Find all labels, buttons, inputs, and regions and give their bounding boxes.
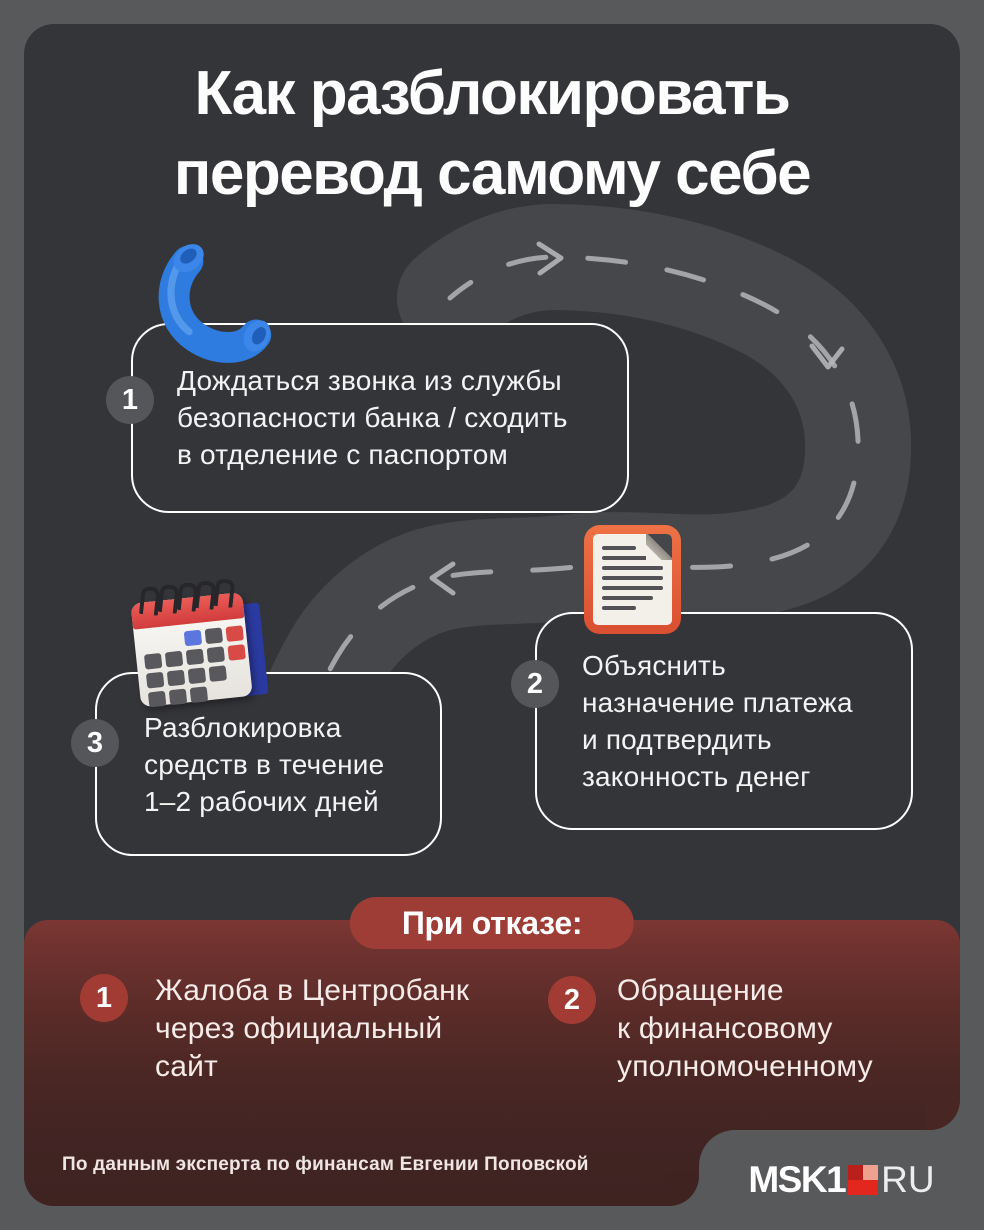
step-2-text: Объяснить назначение платежа и подтверди…: [582, 650, 853, 792]
step-card-1: Дождаться звонка из службы безопасности …: [131, 323, 629, 513]
source-credit: По данным эксперта по финансам Евгении П…: [62, 1154, 589, 1175]
msk1-logo-ru-text: RU: [881, 1159, 935, 1200]
msk1-logo-red-square-icon: [848, 1165, 879, 1195]
msk1-logo-tab: MSK1 RU: [699, 1130, 984, 1230]
step-1-text: Дождаться звонка из службы безопасности …: [177, 365, 568, 470]
title-line-1: Как разблокировать: [194, 59, 791, 128]
notch-fillet-top: [926, 1096, 960, 1130]
phone-handset-icon: [158, 244, 272, 363]
calendar-date-grid: [133, 618, 253, 708]
step-card-2: Объяснить назначение платежа и подтверди…: [535, 612, 913, 830]
step-3-number-badge: 3: [71, 719, 119, 767]
document-icon: [584, 525, 681, 634]
title-line-2: перевод самому себе: [173, 139, 812, 208]
infographic-card: Как разблокировать перевод самому себе Д…: [24, 24, 960, 1206]
step-1-number-badge: 1: [106, 376, 154, 424]
page-title: Как разблокировать перевод самому себе: [24, 54, 960, 214]
refusal-item-2-text: Обращение к финансовому уполномоченному: [617, 974, 873, 1083]
notch-fillet-bottom: [665, 1172, 699, 1206]
folded-corner: [646, 534, 672, 560]
msk1-logo-text: MSK1: [748, 1159, 846, 1200]
refusal-item-2-badge: 2: [548, 976, 596, 1024]
refusal-header-pill: При отказе:: [349, 897, 635, 949]
road-chevron-right: [536, 241, 564, 276]
refusal-item-1-badge: 1: [80, 974, 128, 1022]
road-chevron-left: [429, 561, 456, 596]
step-3-text: Разблокировка средств в течение 1–2 рабо…: [144, 712, 385, 817]
step-2-number-badge: 2: [511, 660, 559, 708]
road-chevron-down: [809, 343, 845, 370]
refusal-item-1-text: Жалоба в Центробанк через официальный са…: [155, 974, 470, 1083]
calendar-icon: [129, 575, 267, 711]
